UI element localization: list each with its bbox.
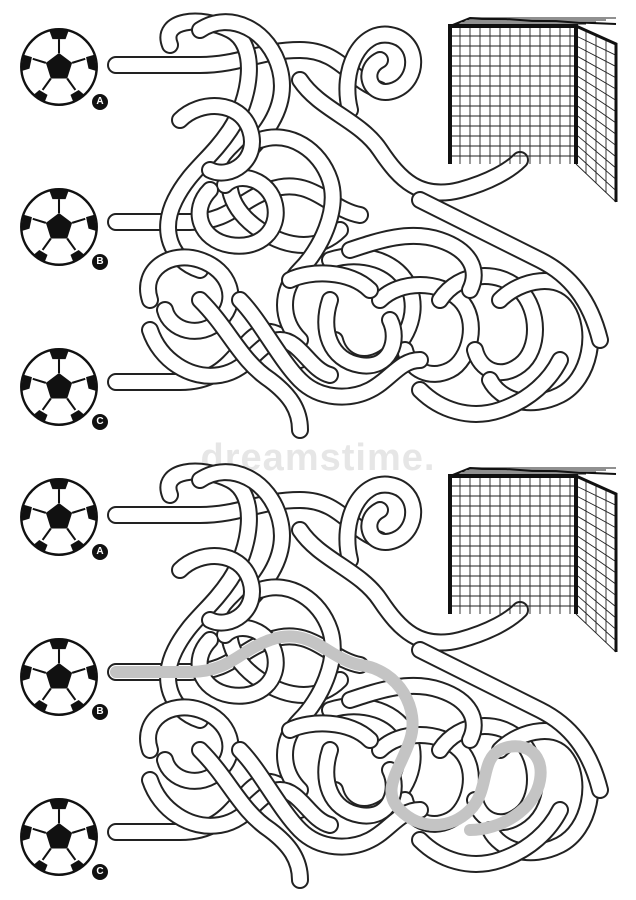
maze-path: [340, 477, 421, 567]
maze-puzzle-bottom: A B C: [0, 450, 636, 900]
maze-path: [319, 293, 401, 373]
maze-path: [293, 523, 527, 650]
maze-path: [293, 73, 527, 200]
maze-path: [193, 743, 307, 887]
maze-path: [413, 193, 607, 347]
maze-path: [340, 27, 421, 117]
maze-path: [413, 803, 567, 871]
maze-path: [373, 278, 478, 381]
ball-label-c: C: [92, 864, 108, 880]
ball-label-b: B: [92, 704, 108, 720]
maze-path: [193, 293, 307, 437]
maze-path: [413, 353, 567, 421]
solution-path: [110, 630, 547, 836]
maze-path: [253, 580, 340, 797]
maze-path: [283, 716, 377, 747]
soccer-goal-icon: [448, 16, 618, 203]
goal-net: [448, 466, 618, 653]
maze-path: [343, 678, 481, 747]
maze-path: [253, 130, 340, 347]
maze-path: [141, 250, 238, 338]
maze-path: [233, 293, 427, 404]
ball-label-c: C: [92, 414, 108, 430]
maze-paths: [107, 12, 609, 439]
maze-path: [413, 643, 607, 797]
maze-puzzle-top: A B C: [0, 12, 618, 439]
maze-path: [173, 549, 259, 630]
maze-path: [343, 228, 481, 297]
maze-path: [173, 99, 259, 180]
maze-path: [141, 700, 238, 788]
ball-label-a: A: [92, 94, 108, 110]
ball-label-b: B: [92, 254, 108, 270]
ball-label-a: A: [92, 544, 108, 560]
maze-path: [233, 743, 427, 854]
maze-path: [192, 170, 283, 253]
soccer-goal-icon: [448, 466, 618, 653]
maze-paths: [107, 462, 609, 889]
maze-path: [283, 266, 377, 297]
goal-net: [448, 16, 618, 203]
